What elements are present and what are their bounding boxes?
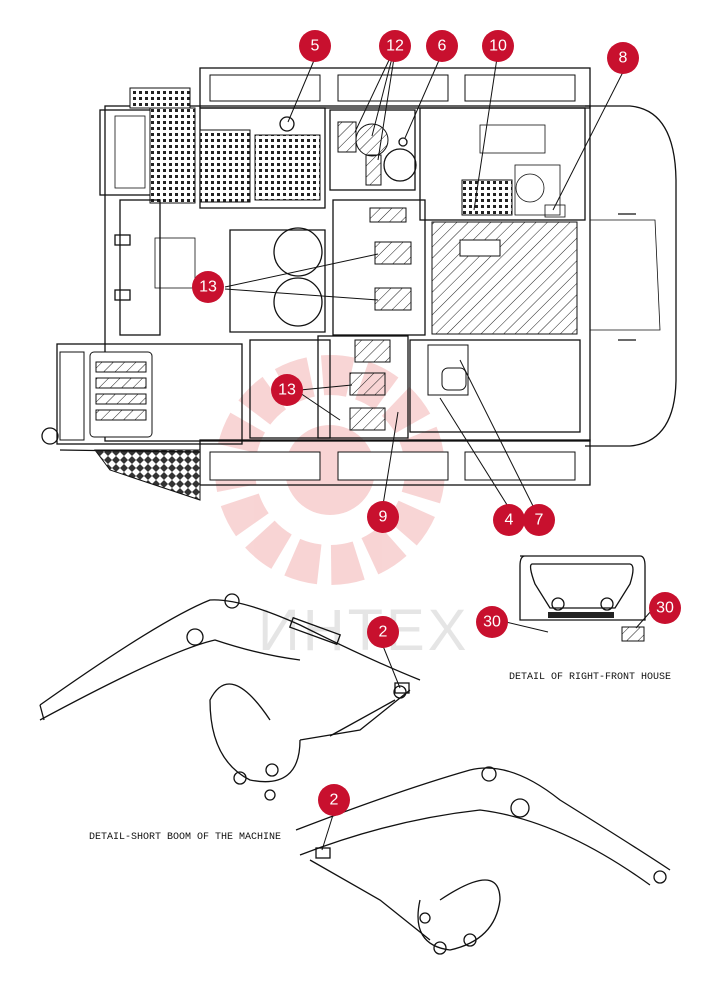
boom-detail-lower	[295, 766, 671, 955]
callout-10: 10	[482, 30, 514, 62]
callout-2-upper: 2	[367, 616, 399, 648]
svg-text:6: 6	[438, 38, 447, 55]
detail-right-front-house	[505, 555, 653, 642]
callout-6: 6	[426, 30, 458, 62]
callout-8: 8	[607, 42, 639, 74]
svg-text:2: 2	[379, 624, 388, 641]
leader-lines-top	[224, 57, 624, 509]
svg-text:4: 4	[505, 512, 514, 529]
callout-5: 5	[299, 30, 331, 62]
callout-4: 4	[493, 504, 525, 536]
callout-30-left: 30	[476, 606, 508, 638]
svg-text:8: 8	[619, 50, 628, 67]
callout-30-right: 30	[649, 592, 681, 624]
callout-2-lower: 2	[318, 784, 350, 816]
svg-text:5: 5	[311, 38, 320, 55]
callout-13-lower: 13	[271, 374, 303, 406]
callout-13-upper: 13	[192, 271, 224, 303]
svg-text:9: 9	[379, 509, 388, 526]
boom-detail-upper	[39, 593, 421, 801]
svg-text:13: 13	[199, 279, 217, 296]
callout-12: 12	[379, 30, 411, 62]
machine-top-view	[41, 67, 677, 501]
svg-text:13: 13	[278, 382, 296, 399]
callout-7: 7	[523, 504, 555, 536]
callout-9: 9	[367, 501, 399, 533]
svg-text:30: 30	[483, 614, 501, 631]
svg-text:12: 12	[386, 38, 404, 55]
watermark-text: ИНТЕХ	[258, 598, 469, 663]
svg-text:7: 7	[535, 512, 544, 529]
svg-text:10: 10	[489, 38, 507, 55]
caption-right-front-house: DETAIL OF RIGHT-FRONT HOUSE	[509, 672, 671, 683]
caption-short-boom: DETAIL-SHORT BOOM OF THE MACHINE	[89, 832, 281, 843]
svg-text:30: 30	[656, 600, 674, 617]
svg-text:2: 2	[330, 792, 339, 809]
